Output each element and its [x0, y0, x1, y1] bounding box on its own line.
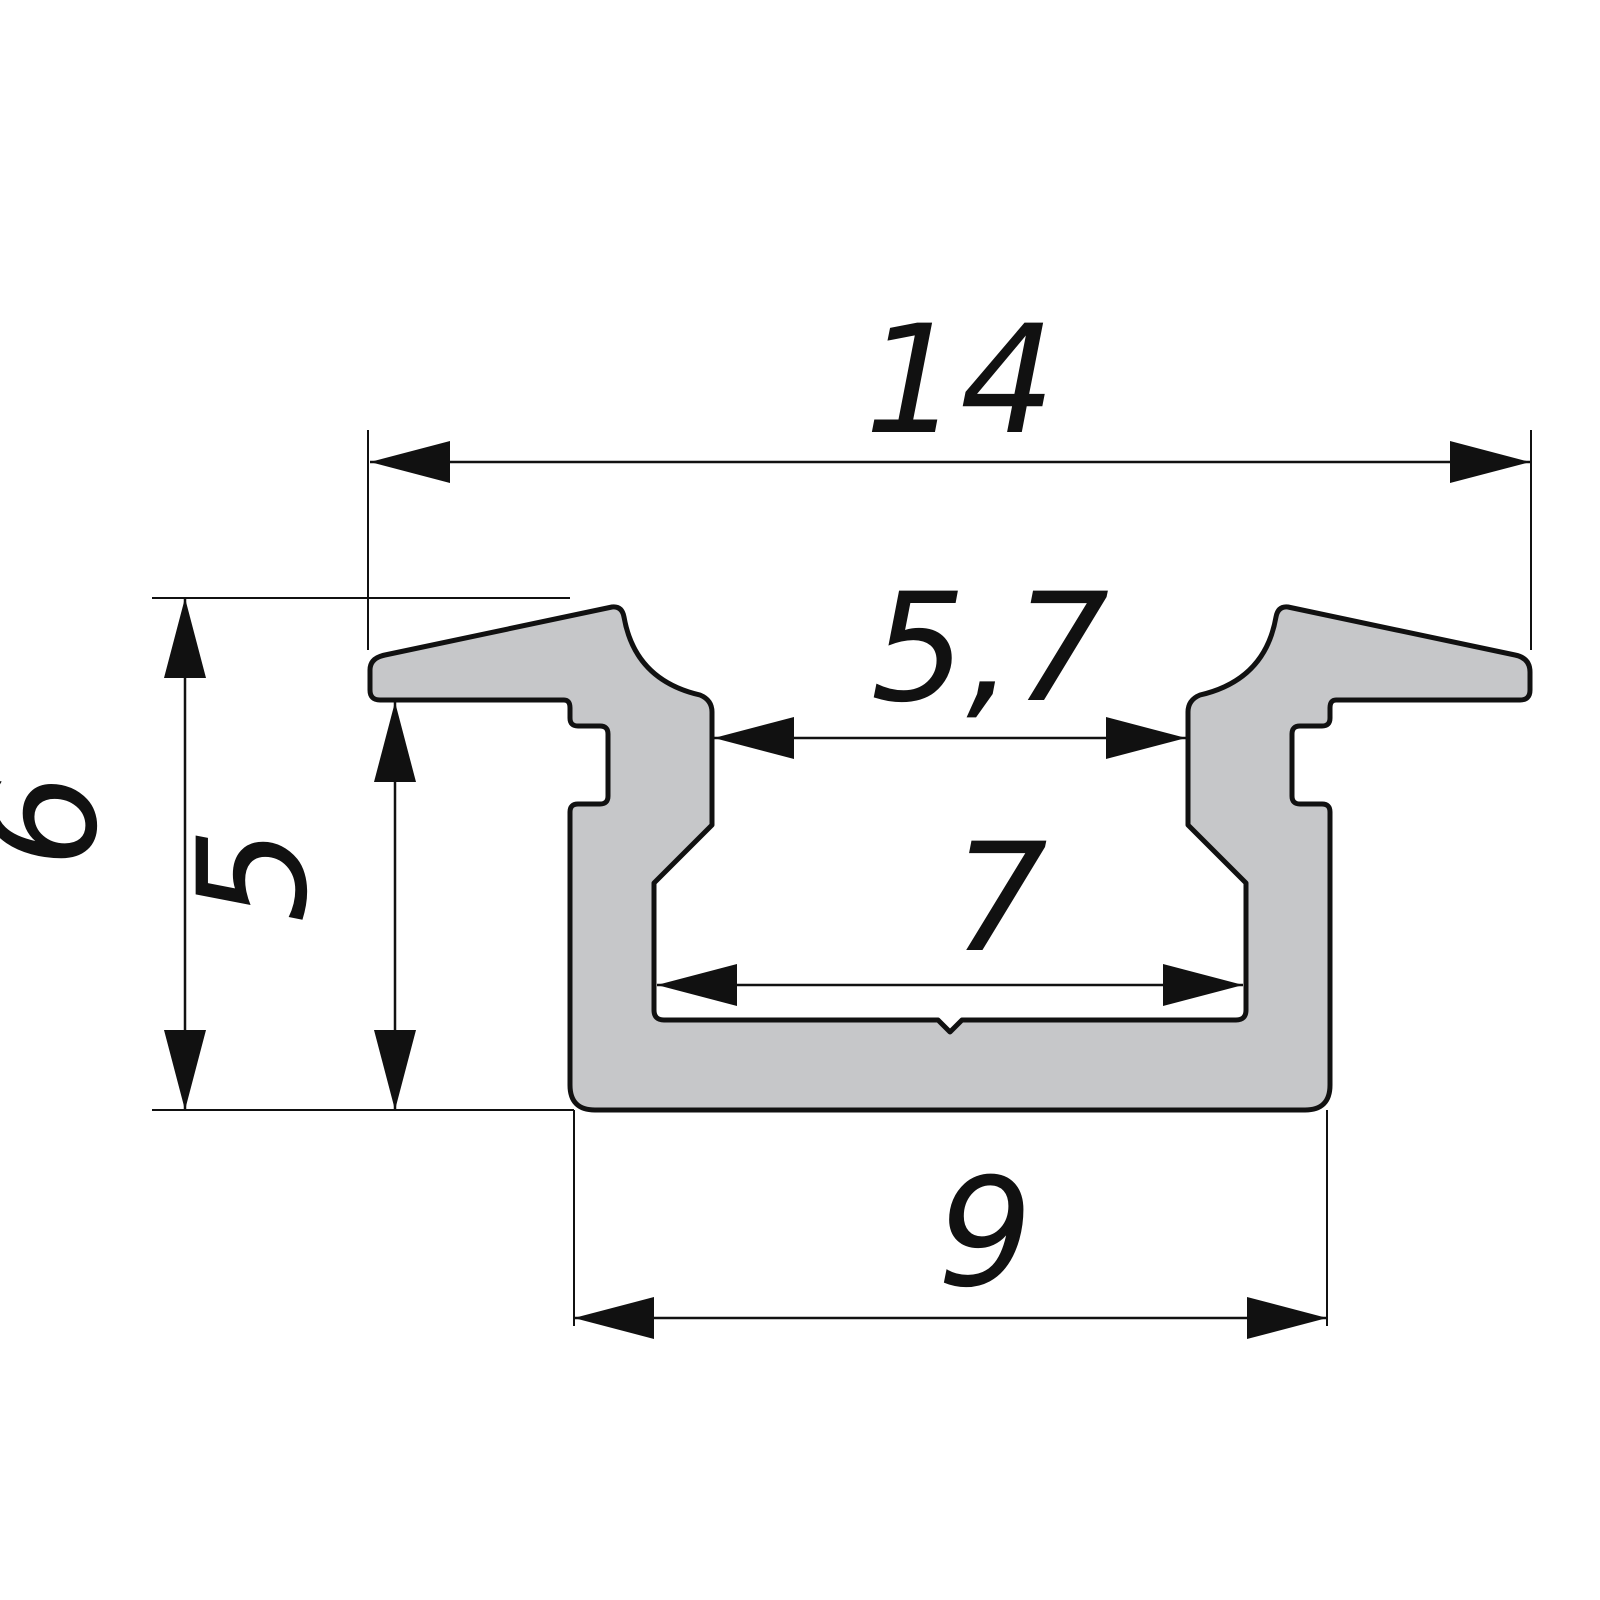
dimension-label-6: 6: [0, 772, 131, 867]
arrowhead-top: [374, 702, 416, 782]
arrowhead-top: [164, 598, 206, 678]
arrowhead-right: [1450, 441, 1530, 483]
dimension-inner-width: 7: [657, 812, 1243, 1006]
arrowhead-left: [574, 1297, 654, 1339]
arrowhead-left: [714, 717, 794, 759]
arrowhead-right: [1106, 717, 1186, 759]
dimension-label-5-7: 5,7: [871, 562, 1110, 736]
dimension-outer-width: 9: [574, 1147, 1327, 1339]
arrowhead-right: [1163, 964, 1243, 1006]
arrowhead-right: [1247, 1297, 1327, 1339]
arrowhead-bottom: [164, 1030, 206, 1110]
dimension-overall-width: 14: [370, 294, 1530, 483]
dimension-label-14: 14: [865, 294, 1056, 468]
dimension-label-5: 5: [167, 827, 341, 922]
profile-cross-section: [367, 604, 1533, 1113]
arrowhead-left: [370, 441, 450, 483]
dimension-label-9: 9: [937, 1147, 1032, 1321]
dimension-body-height: 5: [167, 702, 416, 1110]
dimension-label-7: 7: [952, 812, 1047, 986]
dimension-total-height: 6: [0, 598, 206, 1110]
arrowhead-left: [657, 964, 737, 1006]
dimension-slot-opening: 5,7: [714, 562, 1186, 759]
arrowhead-bottom: [374, 1030, 416, 1110]
